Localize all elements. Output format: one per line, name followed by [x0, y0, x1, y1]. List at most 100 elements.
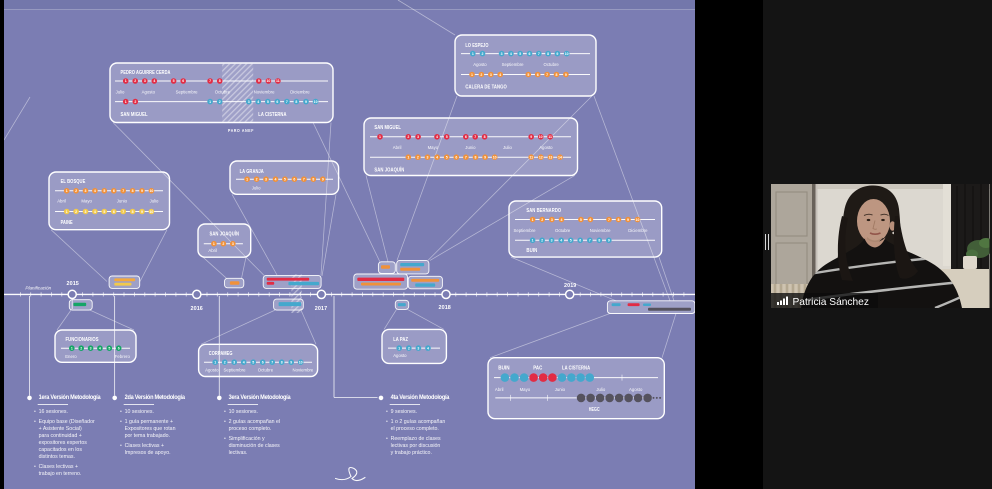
svg-text:Mayo: Mayo	[81, 199, 92, 204]
svg-text:1: 1	[66, 189, 68, 193]
svg-text:3: 3	[417, 346, 419, 350]
svg-text:12: 12	[539, 155, 543, 159]
svg-text:Agosto: Agosto	[142, 89, 156, 94]
svg-text:10: 10	[149, 210, 153, 214]
svg-text:7: 7	[122, 210, 124, 214]
svg-text:1: 1	[398, 346, 400, 350]
svg-text:CALERA DE TANGO: CALERA DE TANGO	[465, 84, 507, 90]
svg-text:2: 2	[134, 79, 136, 83]
svg-text:6: 6	[465, 135, 467, 139]
svg-text:SAN JOAQUÍN: SAN JOAQUÍN	[374, 166, 404, 174]
svg-text:4: 4	[99, 346, 101, 350]
svg-text:Octubre: Octubre	[544, 62, 560, 67]
svg-text:Agosto: Agosto	[629, 387, 643, 392]
svg-text:10: 10	[636, 218, 640, 222]
svg-text:11: 11	[276, 79, 280, 83]
svg-text:7: 7	[474, 135, 476, 139]
svg-text:EL BOSQUE: EL BOSQUE	[61, 179, 86, 185]
svg-text:9: 9	[290, 360, 292, 364]
svg-text:7: 7	[286, 100, 288, 104]
svg-text:Planificación: Planificación	[25, 286, 51, 291]
svg-text:9: 9	[322, 177, 324, 181]
svg-text:2016: 2016	[191, 306, 203, 312]
svg-text:7: 7	[538, 52, 540, 56]
svg-text:8: 8	[556, 73, 558, 77]
svg-text:7: 7	[209, 79, 211, 83]
svg-text:9: 9	[565, 73, 567, 77]
svg-text:8: 8	[295, 100, 297, 104]
svg-text:PEDRO AGUIRRE CERDA: PEDRO AGUIRRE CERDA	[121, 70, 171, 76]
svg-text:Agosto: Agosto	[205, 367, 219, 372]
svg-text:1: 1	[532, 239, 534, 243]
svg-text:1: 1	[213, 242, 215, 246]
svg-text:Septiembre: Septiembre	[224, 367, 247, 372]
svg-text:2015: 2015	[67, 281, 79, 287]
svg-text:10: 10	[565, 52, 569, 56]
svg-text:Julio: Julio	[252, 186, 261, 191]
svg-text:9: 9	[258, 79, 260, 83]
svg-text:7: 7	[465, 155, 467, 159]
svg-text:1: 1	[532, 218, 534, 222]
svg-text:4: 4	[499, 73, 501, 77]
svg-text:5: 5	[519, 52, 521, 56]
svg-text:8: 8	[132, 189, 134, 193]
svg-text:3: 3	[85, 210, 87, 214]
svg-text:4: 4	[153, 79, 155, 83]
svg-text:1: 1	[125, 79, 127, 83]
svg-text:9: 9	[530, 135, 532, 139]
svg-text:1: 1	[125, 100, 127, 104]
svg-text:2019: 2019	[564, 283, 576, 289]
svg-text:LO ESPEJO: LO ESPEJO	[465, 43, 488, 49]
svg-text:7: 7	[608, 218, 610, 222]
svg-text:Junio: Junio	[555, 387, 566, 392]
svg-text:Septiembre: Septiembre	[502, 62, 525, 67]
svg-text:5: 5	[527, 73, 529, 77]
svg-text:Octubre: Octubre	[555, 228, 571, 233]
svg-text:7: 7	[271, 360, 273, 364]
svg-text:6: 6	[113, 189, 115, 193]
svg-text:1: 1	[209, 100, 211, 104]
svg-text:PAC: PAC	[533, 365, 543, 371]
svg-text:Patricia Sánchez: Patricia Sánchez	[793, 297, 869, 308]
svg-text:4: 4	[243, 360, 245, 364]
svg-text:5: 5	[284, 177, 286, 181]
svg-text:13: 13	[548, 155, 552, 159]
svg-text:8: 8	[475, 155, 477, 159]
svg-text:8: 8	[618, 218, 620, 222]
svg-text:9: 9	[305, 100, 307, 104]
svg-text:11: 11	[548, 135, 552, 139]
svg-text:2: 2	[541, 239, 543, 243]
svg-text:Agosto: Agosto	[539, 145, 553, 150]
svg-text:3: 3	[417, 135, 419, 139]
svg-text:4: 4	[275, 177, 277, 181]
svg-text:7: 7	[122, 189, 124, 193]
svg-text:SAN BERNARDO: SAN BERNARDO	[526, 208, 561, 214]
svg-text:9: 9	[484, 155, 486, 159]
svg-text:5: 5	[446, 155, 448, 159]
svg-text:10: 10	[493, 155, 497, 159]
svg-text:6: 6	[579, 239, 581, 243]
svg-text:4: 4	[561, 218, 563, 222]
svg-text:6: 6	[276, 100, 278, 104]
svg-text:5: 5	[267, 100, 269, 104]
svg-text:Abril: Abril	[57, 199, 66, 204]
svg-text:Abril: Abril	[495, 387, 504, 392]
svg-text:2: 2	[407, 135, 409, 139]
svg-text:4: 4	[436, 155, 438, 159]
svg-text:2: 2	[408, 346, 410, 350]
svg-text:1: 1	[379, 135, 381, 139]
svg-text:Septiembre: Septiembre	[176, 89, 199, 94]
svg-text:10: 10	[266, 79, 270, 83]
svg-text:9: 9	[608, 239, 610, 243]
svg-text:Enero: Enero	[65, 354, 77, 359]
svg-text:10: 10	[539, 135, 543, 139]
svg-text:Febrero: Febrero	[115, 354, 131, 359]
svg-text:Mayo: Mayo	[520, 387, 531, 392]
svg-text:6: 6	[537, 73, 539, 77]
svg-text:6: 6	[118, 346, 120, 350]
svg-text:1: 1	[214, 360, 216, 364]
svg-text:9: 9	[627, 218, 629, 222]
svg-text:4: 4	[510, 52, 512, 56]
svg-text:3: 3	[233, 360, 235, 364]
svg-text:7: 7	[589, 239, 591, 243]
